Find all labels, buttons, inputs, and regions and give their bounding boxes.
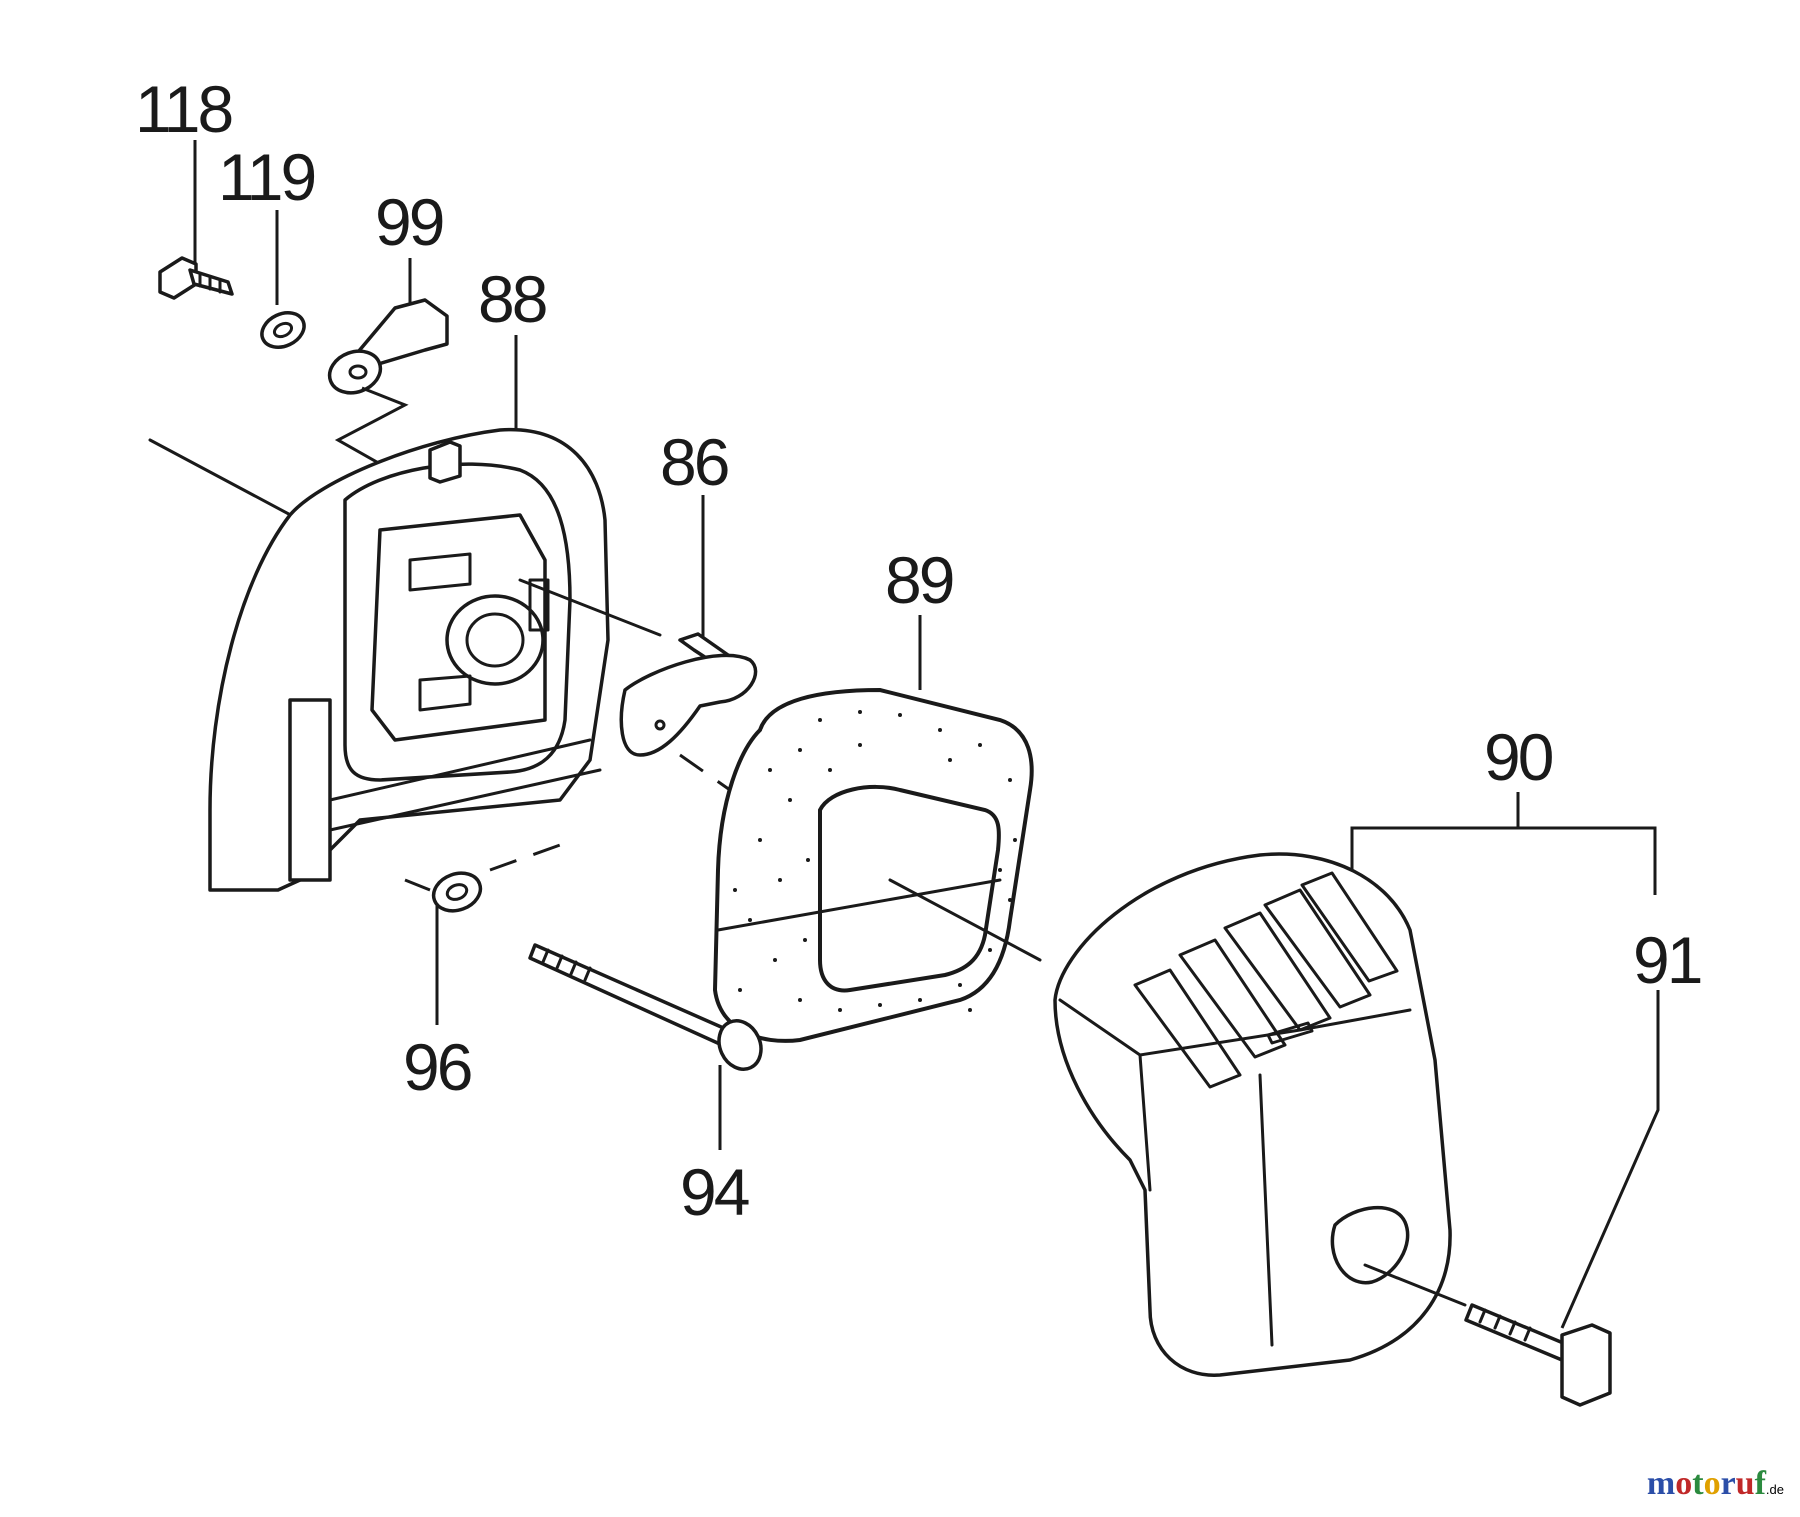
callout-89: 89 xyxy=(885,543,953,617)
part-89-foam-filter xyxy=(712,687,1034,1043)
callout-91: 91 xyxy=(1633,923,1701,997)
part-90-filter-cover xyxy=(1053,852,1452,1377)
part-88-housing xyxy=(148,427,610,892)
callout-88: 88 xyxy=(478,262,546,336)
part-96-washer xyxy=(431,871,483,913)
logo-letter: r xyxy=(1720,1465,1736,1502)
logo-letter: o xyxy=(1703,1465,1721,1502)
callout-90: 90 xyxy=(1484,720,1553,794)
logo-letter: u xyxy=(1735,1465,1755,1502)
callout-86: 86 xyxy=(660,425,728,499)
callout-96: 96 xyxy=(403,1030,471,1104)
assembly-line-91 xyxy=(1363,1263,1467,1307)
part-118-bolt xyxy=(158,256,234,300)
callout-99: 99 xyxy=(375,185,443,259)
part-119-washer xyxy=(260,311,306,349)
part-91-cover-screw xyxy=(1464,1303,1612,1407)
watermark-logo: motoruf.de xyxy=(1647,1465,1784,1503)
part-99-lever xyxy=(327,298,449,395)
callout-118: 118 xyxy=(135,72,232,146)
logo-letter: m xyxy=(1646,1465,1676,1502)
part-86-choke-plate xyxy=(518,578,758,757)
foam-texture xyxy=(733,710,1017,1012)
assembly-line-89 xyxy=(888,878,1042,962)
logo-letter: t xyxy=(1692,1465,1704,1502)
part-94-long-bolt xyxy=(528,943,763,1071)
assembly-line-99 xyxy=(334,386,409,467)
cover-vent-slots xyxy=(1133,871,1399,1089)
callout-94: 94 xyxy=(680,1155,749,1229)
logo-suffix: .de xyxy=(1765,1482,1784,1497)
callout-119: 119 xyxy=(218,140,315,214)
assembly-line-86 xyxy=(679,753,731,792)
logo-letter: o xyxy=(1675,1465,1693,1502)
logo-letter: f xyxy=(1754,1465,1766,1502)
assembly-line-88 xyxy=(404,843,561,892)
